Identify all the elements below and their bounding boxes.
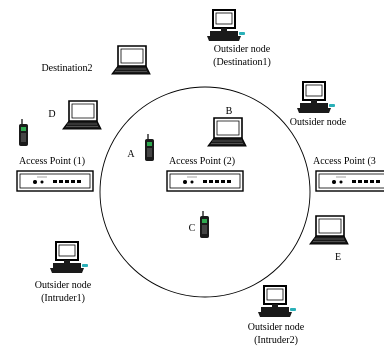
desktop-computer-icon <box>206 9 246 42</box>
outsider-right-label: Outsider node <box>290 117 347 128</box>
intruder1-label-line1: Outsider node <box>35 280 92 291</box>
access-point-2-label: Access Point (2) <box>169 156 235 167</box>
mobile-phone-icon <box>199 210 210 239</box>
intruder2-label-line2: (Intruder2) <box>254 335 298 346</box>
intruder1-label-line2: (Intruder1) <box>41 293 85 304</box>
access-point-icon <box>16 170 94 192</box>
access-point-1-label: Access Point (1) <box>19 156 85 167</box>
outsider-dest1-label-line1: Outsider node <box>214 44 271 55</box>
network-boundary-circle <box>99 86 311 298</box>
laptop-icon <box>309 215 349 245</box>
desktop-computer-icon <box>49 241 89 274</box>
access-point-icon <box>315 170 384 192</box>
node-e-label: E <box>335 252 341 263</box>
outsider-dest1-label-line2: (Destination1) <box>213 57 271 68</box>
mobile-phone-icon <box>18 118 29 147</box>
node-d-label: D <box>48 109 55 120</box>
access-point-3-label: Access Point (3 <box>313 156 376 167</box>
node-c-label: C <box>189 223 196 234</box>
node-b-label: B <box>226 106 233 117</box>
intruder2-label-line1: Outsider node <box>248 322 305 333</box>
laptop-icon <box>62 100 102 130</box>
desktop-computer-icon <box>296 81 336 114</box>
access-point-icon <box>166 170 244 192</box>
desktop-computer-icon <box>257 285 297 318</box>
laptop-icon <box>207 117 247 147</box>
destination2-label: Destination2 <box>41 63 92 74</box>
node-a-label: A <box>127 149 135 160</box>
laptop-icon <box>111 45 151 75</box>
mobile-phone-icon <box>144 133 155 162</box>
